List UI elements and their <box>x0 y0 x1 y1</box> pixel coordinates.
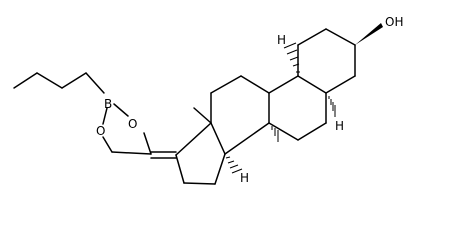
h-c9-label: H <box>277 33 286 47</box>
methyl-bond <box>193 107 212 124</box>
oxygen-top-label: O <box>128 117 137 131</box>
boron-label: B <box>104 97 112 111</box>
hash-c5-h <box>328 96 336 117</box>
h-c14-label: H <box>240 171 249 185</box>
ring-a <box>297 28 356 94</box>
h-c5-label: H <box>335 119 344 133</box>
molecule-drawing: B O O OH H H H <box>13 15 403 185</box>
hash-c8-h <box>271 126 279 142</box>
hydroxyl-label: OH <box>385 15 403 29</box>
structure-canvas: B O O OH H H H <box>13 15 403 185</box>
ring-d <box>175 122 226 185</box>
hydroxyl-wedge <box>355 23 383 45</box>
butyl-chain <box>13 72 105 94</box>
ring-b <box>268 75 327 141</box>
dioxaborolane-ring <box>102 103 152 155</box>
ring-c <box>210 75 270 155</box>
hash-c9-h <box>283 42 300 73</box>
exocyclic-double-bond <box>150 151 177 159</box>
oxygen-bottom-label: O <box>96 124 105 138</box>
hash-c14-h <box>225 156 243 174</box>
